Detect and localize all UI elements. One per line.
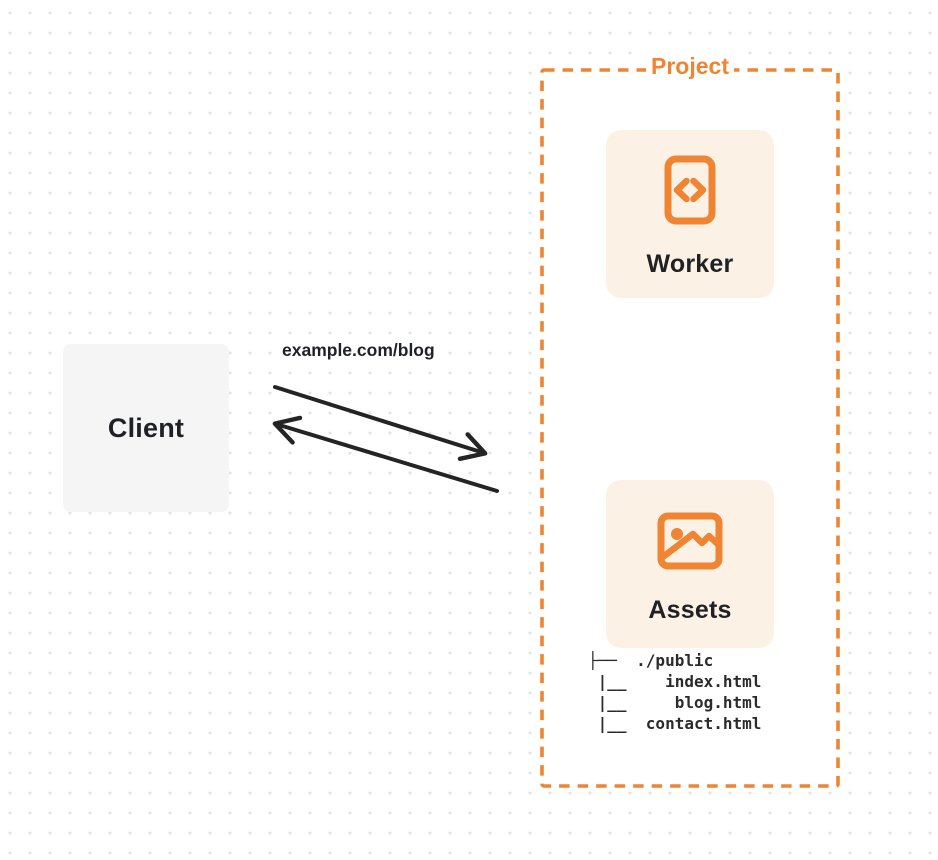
project-title: Project [646,51,734,82]
image-icon [657,512,723,570]
worker-label: Worker [646,250,734,278]
assets-file-tree: ├── ./public |__ index.html |__ blog.htm… [588,651,762,733]
assets-node: Assets [606,480,774,648]
dashed-border [540,68,840,788]
request-arrow [273,385,488,462]
assets-label: Assets [648,596,732,624]
response-arrow [272,415,499,493]
code-document-icon [664,155,716,225]
project-boundary: Project Worker Assets ├── ./public [540,51,840,788]
client-node: Client [63,344,229,512]
client-label: Client [107,412,185,443]
worker-node: Worker [606,130,774,298]
request-url-label: example.com/blog [282,340,435,360]
